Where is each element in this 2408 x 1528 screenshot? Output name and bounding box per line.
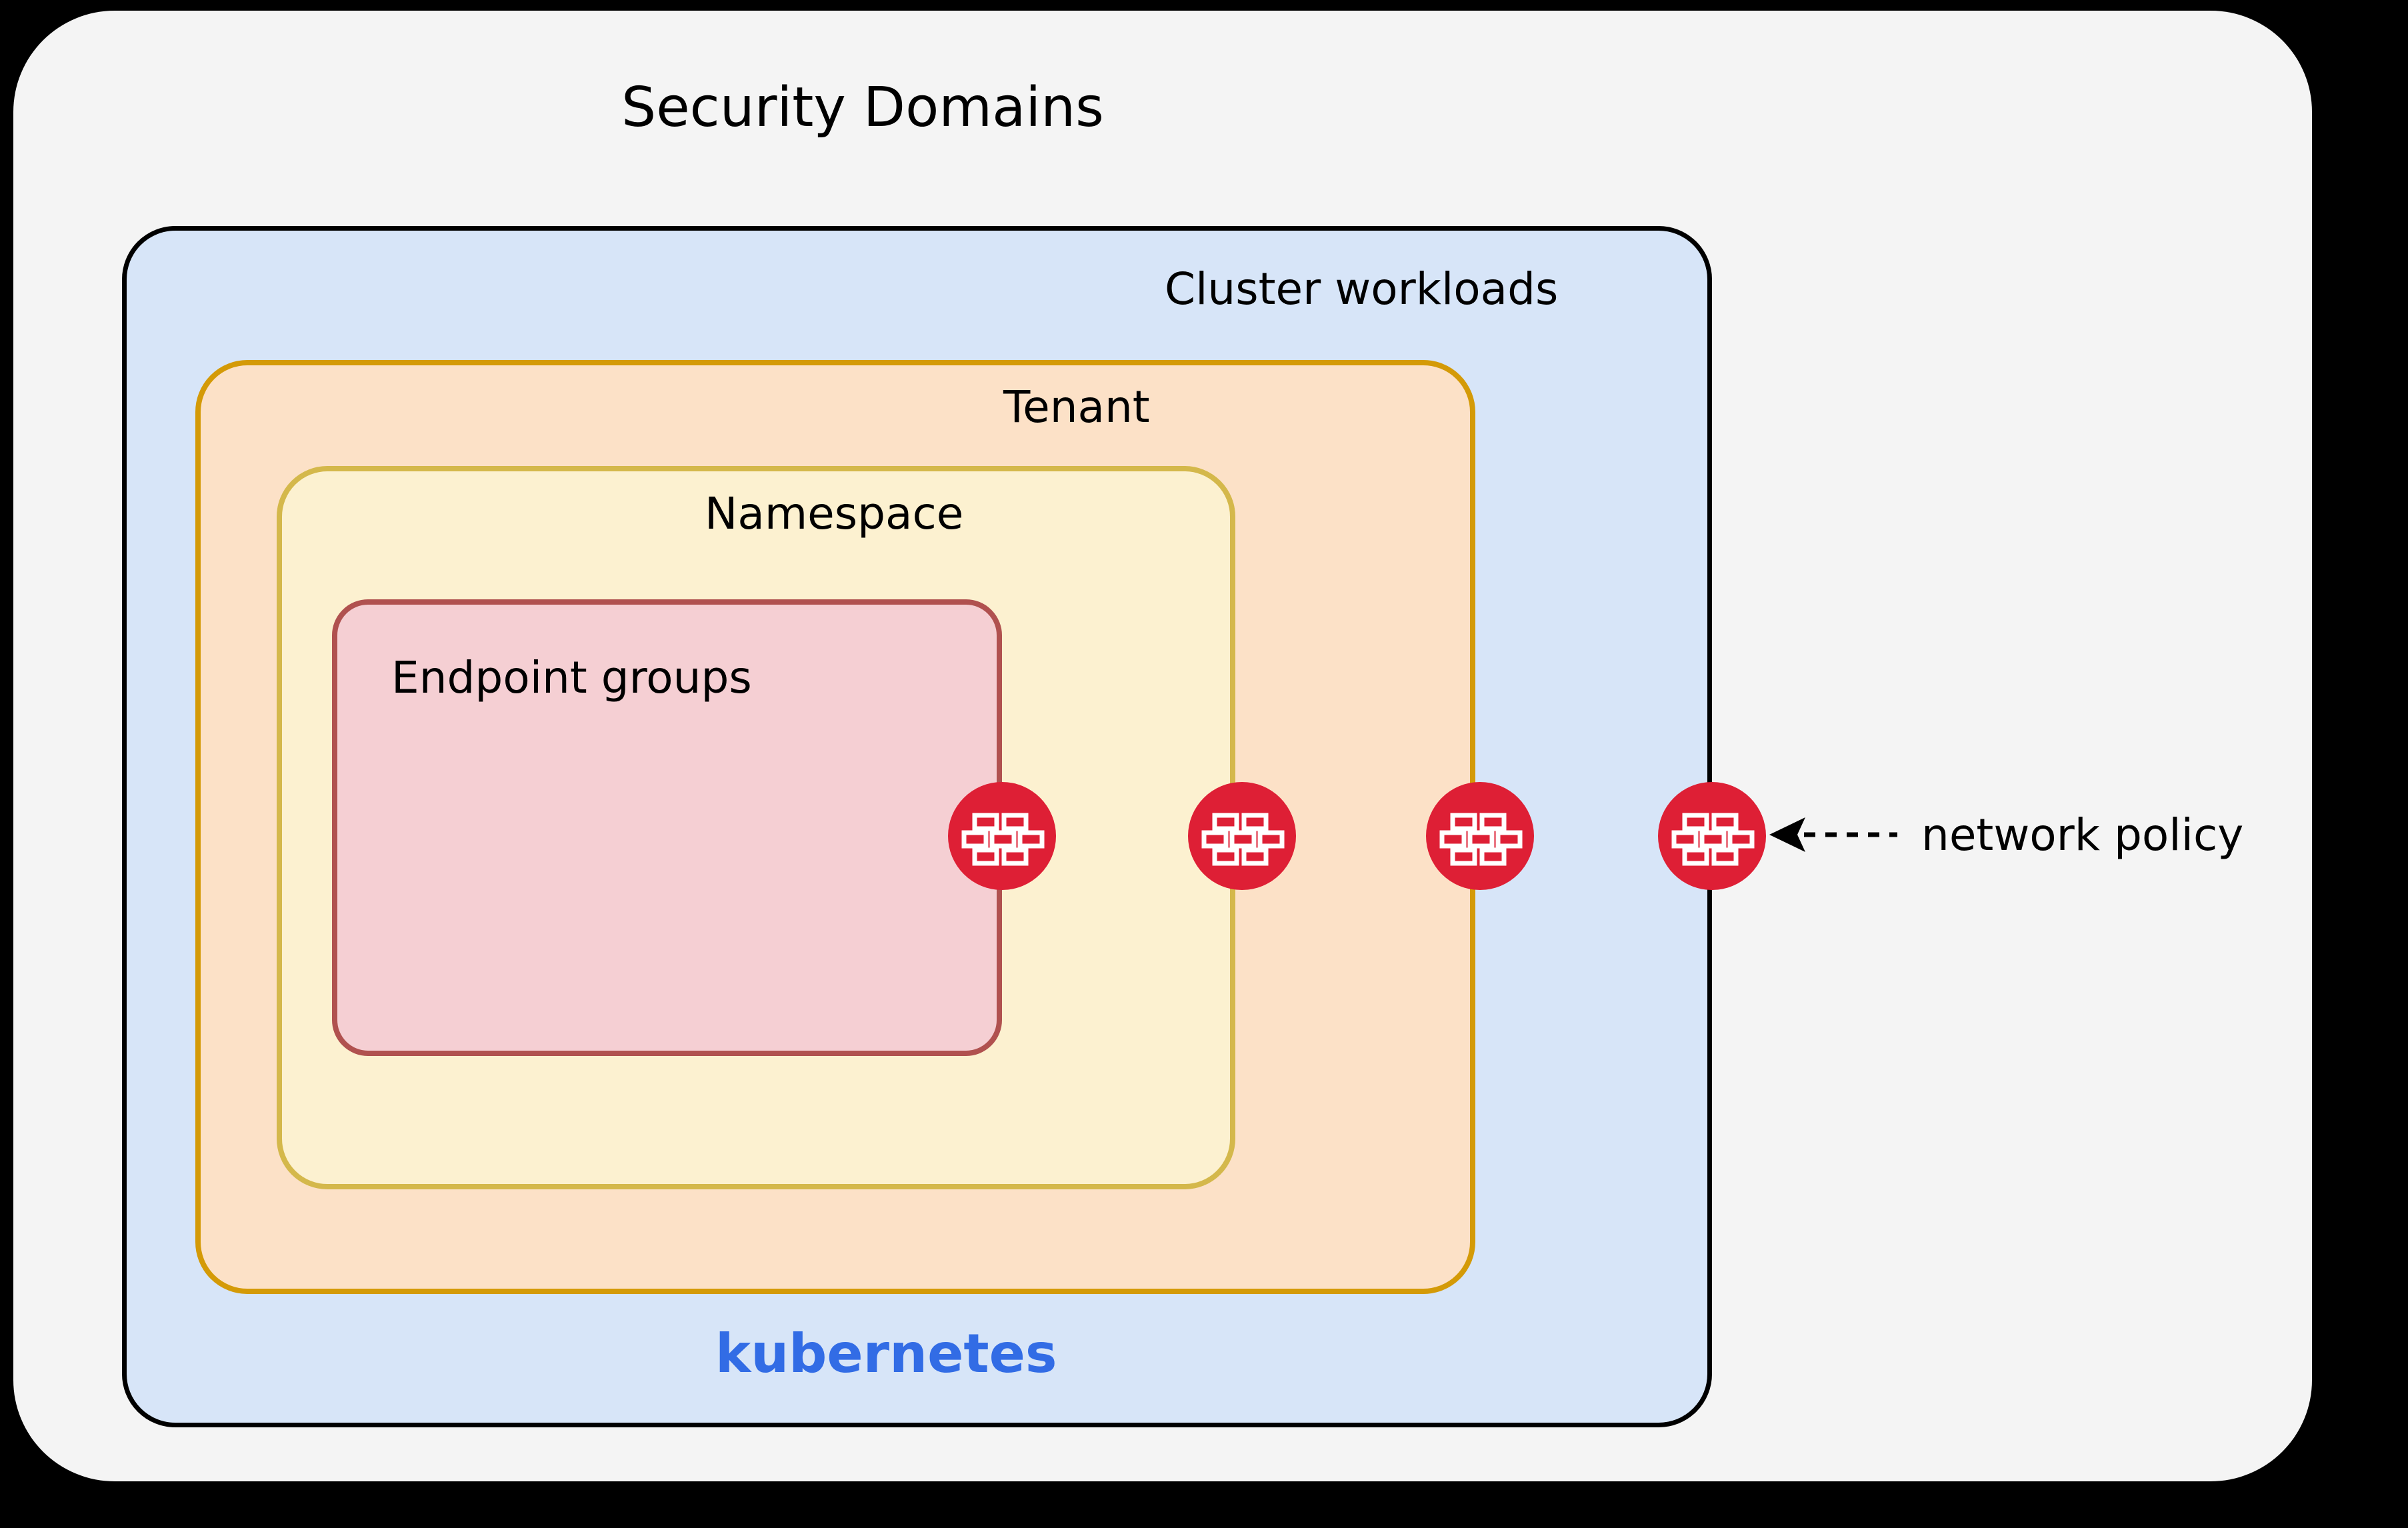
domain-box-endpoint-groups xyxy=(332,599,1002,1056)
firewall-icon-namespace-boundary xyxy=(1188,782,1296,890)
domain-label-tenant: Tenant xyxy=(1003,381,1150,433)
annotation-label-network-policy: network policy xyxy=(1921,809,2244,861)
domain-label-namespace: Namespace xyxy=(705,488,964,539)
domain-label-cluster-workloads: Cluster workloads xyxy=(1165,263,1559,315)
dashed-arrow-left-icon xyxy=(1764,808,1924,861)
firewall-icon-endpoint-boundary xyxy=(948,782,1056,890)
diagram-panel: Security Domains Cluster workloads Tenan… xyxy=(13,11,2312,1481)
domain-label-endpoint-groups: Endpoint groups xyxy=(391,652,752,703)
firewall-icon-tenant-boundary xyxy=(1426,782,1534,890)
kubernetes-wordmark: kubernetes xyxy=(715,1323,1057,1385)
page-title: Security Domains xyxy=(621,76,1104,139)
firewall-icon-cluster-boundary xyxy=(1658,782,1766,890)
